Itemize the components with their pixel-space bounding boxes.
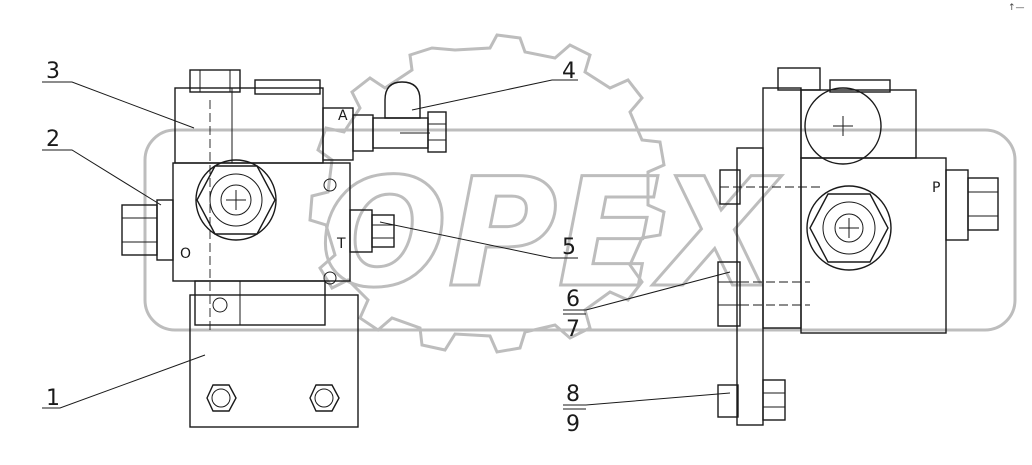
bracket-bolt-right bbox=[309, 384, 340, 412]
port-label-p: P bbox=[932, 180, 940, 196]
plate-bolt-8 bbox=[717, 379, 786, 421]
bracket-bolt-left bbox=[206, 384, 237, 412]
left-fitting bbox=[121, 199, 174, 261]
port-label-a: A bbox=[338, 108, 348, 124]
callout-8: 8 bbox=[566, 382, 580, 407]
p-fitting bbox=[945, 169, 999, 241]
watermark-logo: OPEX bbox=[143, 33, 1017, 354]
corner-mark: ↑— bbox=[1008, 3, 1025, 13]
callout-6: 6 bbox=[566, 287, 580, 312]
watermark-gear bbox=[308, 33, 666, 354]
callout-5: 5 bbox=[562, 235, 576, 260]
upper-port-circle bbox=[804, 87, 882, 165]
leader-lines bbox=[42, 79, 731, 410]
callout-1: 1 bbox=[46, 386, 60, 411]
callout-9: 9 bbox=[566, 412, 580, 437]
right-main-block bbox=[800, 157, 947, 334]
callout-7: 7 bbox=[566, 317, 580, 342]
upper-valve-block bbox=[174, 87, 324, 164]
right-upper-block bbox=[800, 89, 917, 159]
callout-4: 4 bbox=[562, 59, 576, 84]
callout-3: 3 bbox=[46, 59, 60, 84]
watermark-text: OPEX bbox=[320, 147, 782, 321]
elbow-fitting bbox=[322, 81, 447, 161]
top-cap-right bbox=[254, 79, 321, 95]
plate-bolt-upper bbox=[719, 169, 820, 205]
port-label-t: T bbox=[336, 236, 346, 252]
watermark-band bbox=[143, 128, 1017, 332]
callout-2: 2 bbox=[46, 127, 60, 152]
top-cap-left bbox=[189, 69, 241, 93]
plate-bolt-6 bbox=[717, 261, 810, 327]
right-fitting bbox=[349, 209, 395, 253]
right-hex-nut bbox=[806, 185, 892, 271]
main-hex-nut bbox=[195, 159, 277, 241]
port-label-o: O bbox=[180, 246, 191, 262]
right-top-cap bbox=[777, 67, 821, 91]
lower-valve-block bbox=[194, 280, 326, 326]
right-view: P bbox=[717, 67, 999, 426]
